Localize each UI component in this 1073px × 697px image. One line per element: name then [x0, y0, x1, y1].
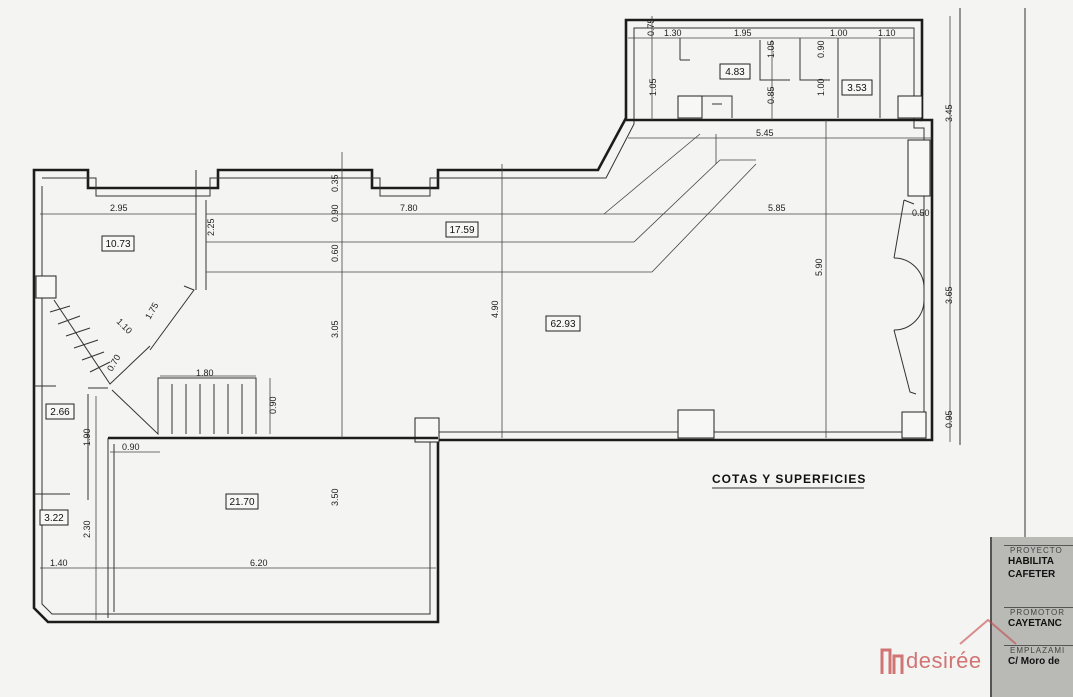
area-17-59: 17.59	[449, 225, 474, 236]
proyecto-line1: HABILITA	[1008, 556, 1054, 567]
emplazamiento-caption: EMPLAZAMI	[1010, 646, 1066, 655]
proyecto-line2: CAFETER	[1008, 569, 1056, 580]
svg-text:1.10: 1.10	[115, 316, 134, 335]
area-2-66: 2.66	[50, 407, 70, 418]
watermark-logo-icon	[880, 648, 904, 674]
svg-text:1.90: 1.90	[82, 428, 92, 446]
svg-text:1.00: 1.00	[816, 78, 826, 96]
stair-diagonal	[49, 299, 151, 385]
title-block: PROYECTO HABILITA CAFETER PROMOTOR CAYET…	[990, 537, 1073, 697]
emplazamiento-cell: EMPLAZAMI C/ Moro de	[1004, 645, 1073, 668]
promotor-value: CAYETANC	[1008, 618, 1062, 629]
svg-text:2.30: 2.30	[82, 520, 92, 538]
svg-text:7.80: 7.80	[400, 203, 418, 213]
dimension-lines	[40, 16, 951, 620]
svg-text:2.25: 2.25	[206, 218, 216, 236]
svg-text:0.90: 0.90	[330, 204, 340, 222]
inner-wall	[41, 27, 925, 615]
svg-text:1.95: 1.95	[734, 28, 752, 38]
svg-text:0.95: 0.95	[944, 410, 954, 428]
svg-text:1.10: 1.10	[878, 28, 896, 38]
svg-text:4.90: 4.90	[490, 300, 500, 318]
svg-text:1.30: 1.30	[664, 28, 682, 38]
svg-text:1.05: 1.05	[648, 78, 658, 96]
column	[677, 409, 715, 439]
svg-text:0.90: 0.90	[816, 40, 826, 58]
svg-text:1.00: 1.00	[830, 28, 848, 38]
lower-room-partition	[107, 438, 115, 618]
area-4-83: 4.83	[725, 67, 745, 78]
svg-text:1.75: 1.75	[143, 301, 160, 321]
svg-text:3.65: 3.65	[944, 286, 954, 304]
column	[907, 139, 931, 197]
area-3-22: 3.22	[44, 513, 64, 524]
svg-text:0.50: 0.50	[912, 208, 930, 218]
svg-text:3.05: 3.05	[330, 320, 340, 338]
svg-text:1.80: 1.80	[196, 368, 214, 378]
svg-text:0.35: 0.35	[330, 174, 340, 192]
svg-text:5.90: 5.90	[814, 258, 824, 276]
watermark-text: desirée	[906, 648, 982, 673]
area-3-53: 3.53	[847, 83, 867, 94]
svg-text:5.85: 5.85	[768, 203, 786, 213]
annex-fixture	[702, 95, 733, 118]
svg-text:5.45: 5.45	[756, 128, 774, 138]
svg-text:0.85: 0.85	[766, 86, 776, 104]
svg-text:2.95: 2.95	[110, 203, 128, 213]
drawing-title: COTAS Y SUPERFICIES	[712, 472, 866, 486]
area-labels: 10.73 17.59 62.93 4.83 3.53 2.66 3.22 21…	[39, 63, 873, 526]
svg-text:0.70: 0.70	[105, 353, 122, 373]
proyecto-caption: PROYECTO	[1010, 546, 1063, 555]
promotor-cell: PROMOTOR CAYETANC	[1004, 607, 1073, 630]
entrance-doors	[893, 199, 925, 395]
watermark-roof-icon	[959, 618, 1017, 645]
outer-wall	[32, 18, 934, 624]
column	[677, 95, 703, 119]
toilet-partitions	[34, 385, 108, 500]
column	[35, 275, 57, 299]
svg-text:0.90: 0.90	[122, 442, 140, 452]
watermark: desirée	[878, 618, 1017, 680]
svg-text:0.60: 0.60	[330, 244, 340, 262]
area-62-93: 62.93	[550, 319, 575, 330]
area-10-73: 10.73	[105, 239, 130, 250]
room-partition	[195, 170, 207, 290]
svg-text:3.50: 3.50	[330, 488, 340, 506]
svg-text:1.05: 1.05	[766, 40, 776, 58]
svg-text:1.40: 1.40	[50, 558, 68, 568]
emplazamiento-value: C/ Moro de	[1008, 656, 1060, 667]
annex-partitions	[679, 38, 881, 118]
svg-text:0.75: 0.75	[646, 18, 656, 36]
svg-text:0.90: 0.90	[268, 396, 278, 414]
column	[897, 95, 923, 119]
stair-straight	[111, 377, 257, 436]
diag-partition	[149, 285, 195, 351]
promotor-caption: PROMOTOR	[1010, 608, 1065, 617]
proyecto-cell: PROYECTO HABILITA CAFETER	[1004, 545, 1073, 581]
svg-text:6.20: 6.20	[250, 558, 268, 568]
svg-text:3.45: 3.45	[944, 104, 954, 122]
area-21-70: 21.70	[229, 497, 254, 508]
column	[901, 411, 927, 439]
